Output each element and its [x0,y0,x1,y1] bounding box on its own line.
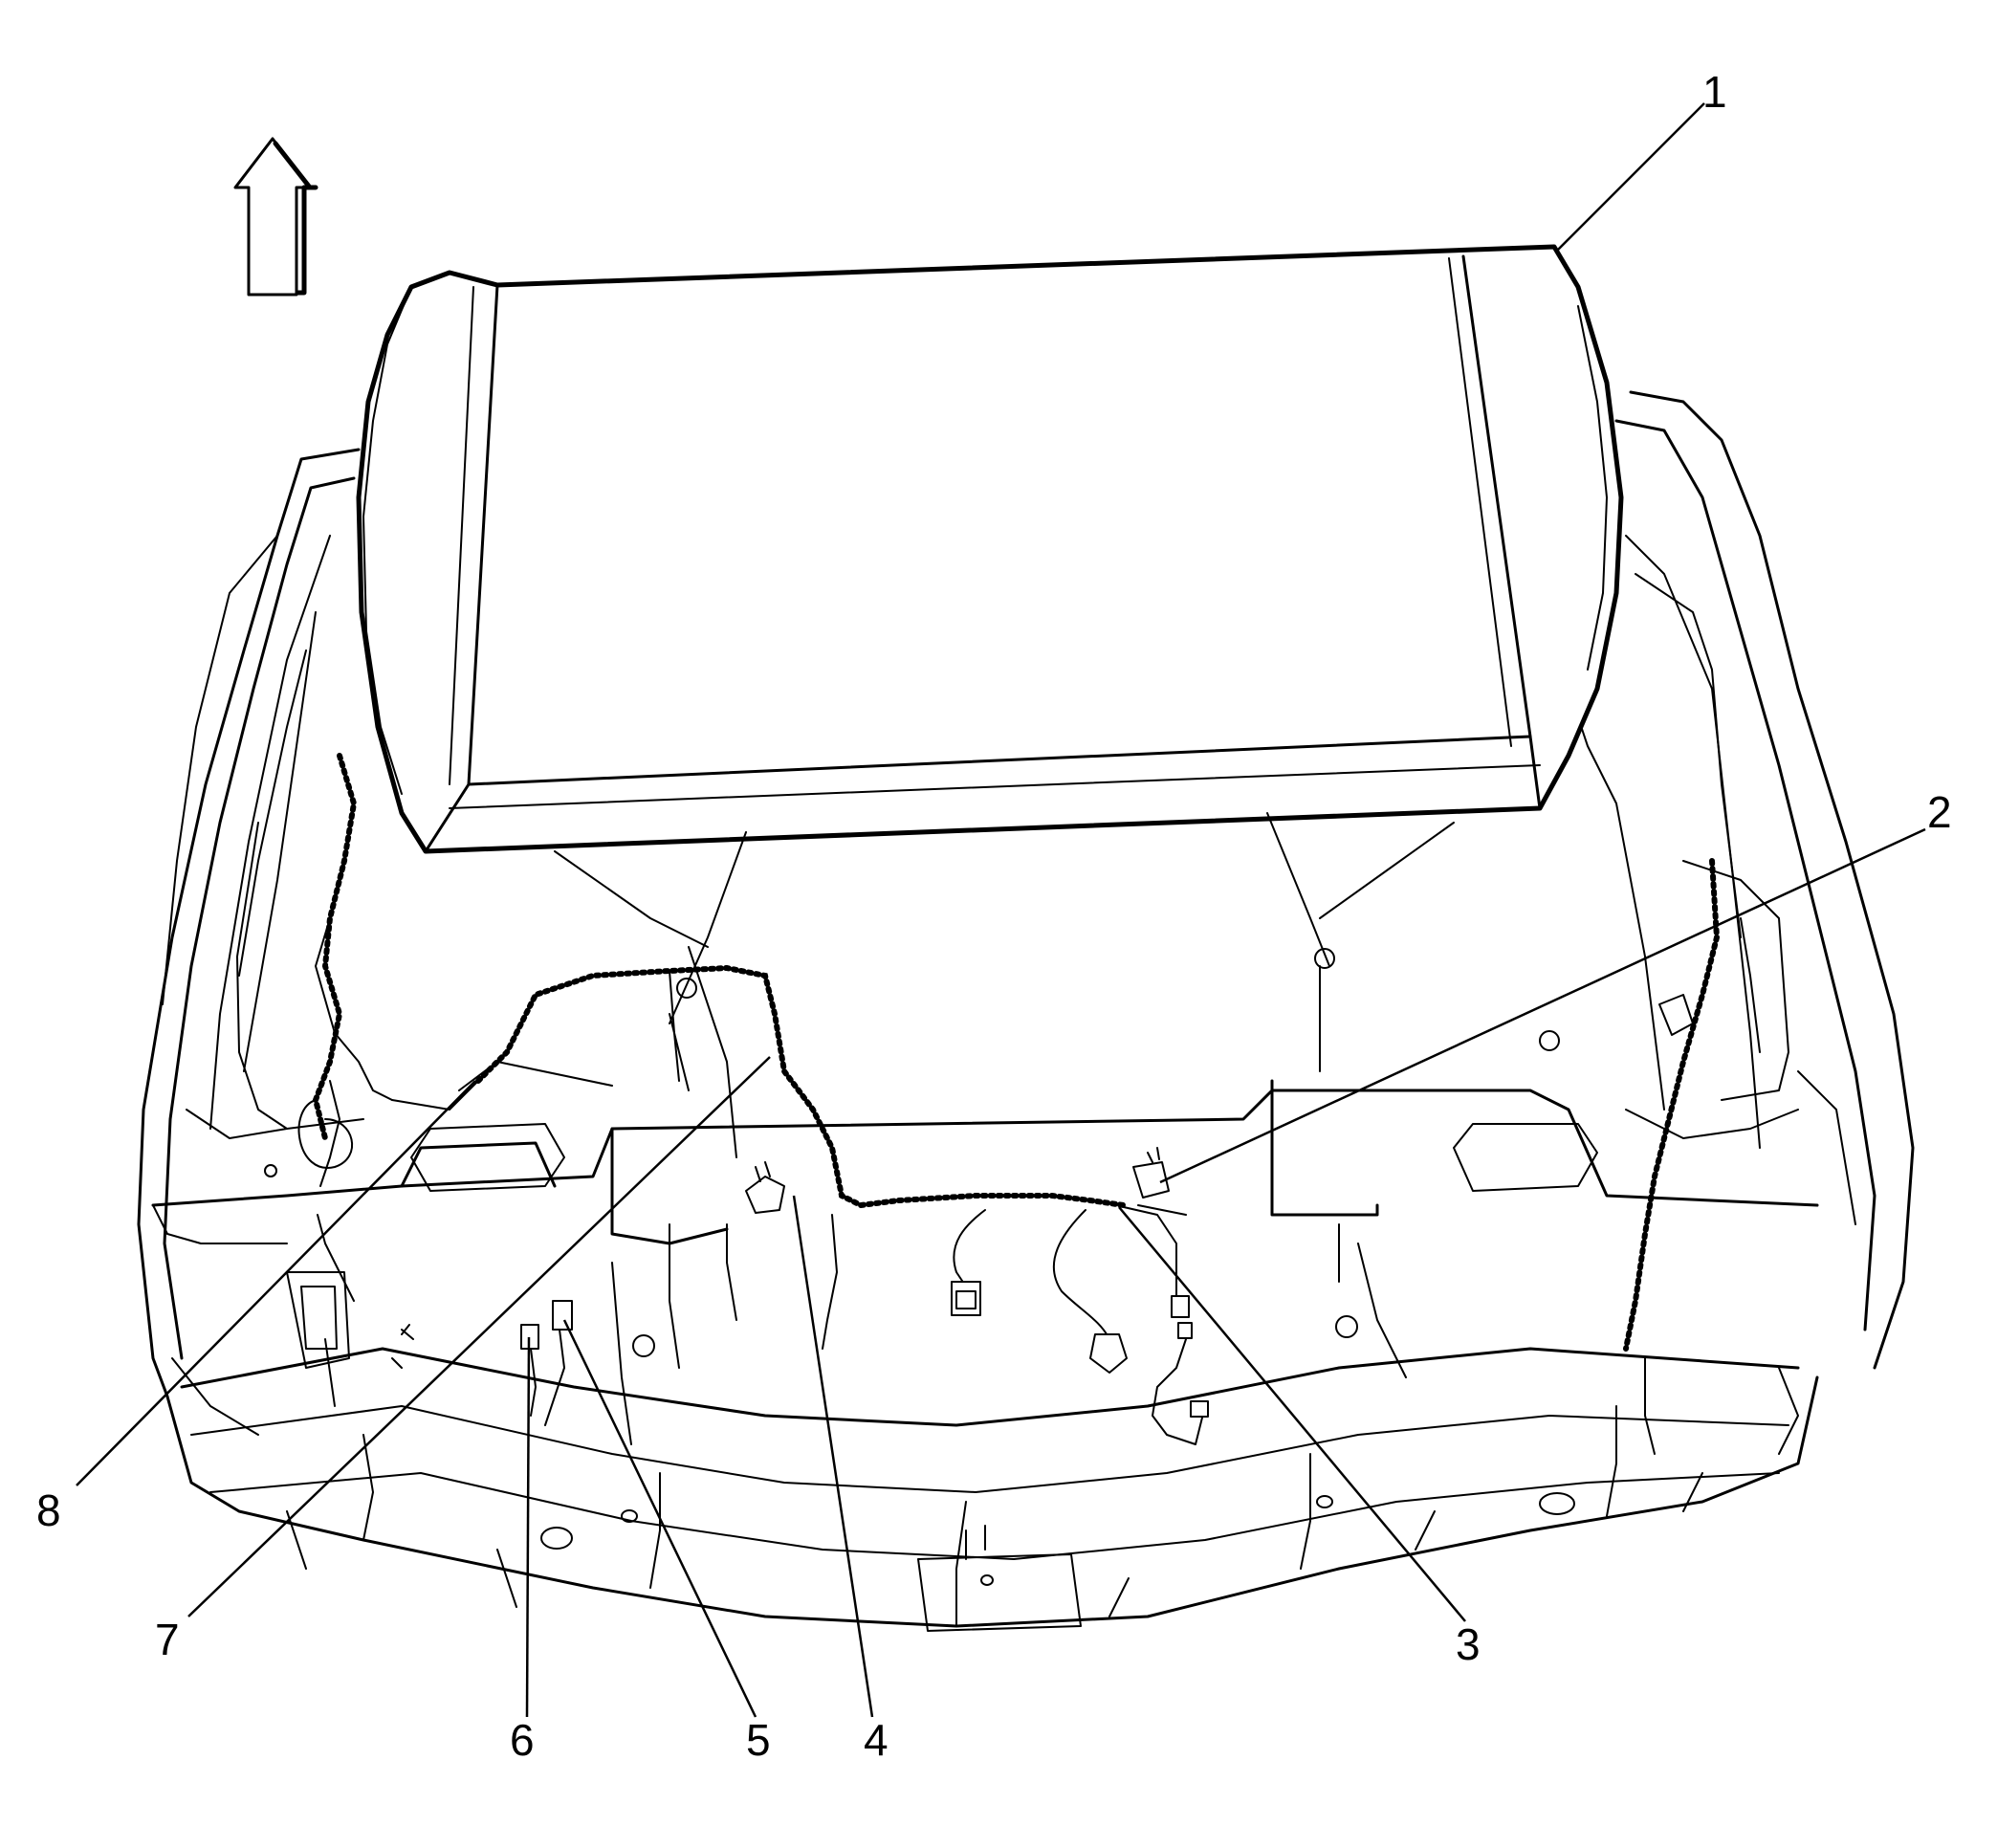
callout-8: 8 [36,1485,61,1535]
callout-5: 5 [746,1715,771,1765]
callout-6: 6 [510,1715,535,1765]
callout-labels: 1 2 3 4 5 6 7 8 [36,67,1952,1765]
left-harness [286,753,479,1407]
callout-3: 3 [1456,1619,1481,1669]
hood [356,244,1624,1024]
callout-4: 4 [864,1715,889,1765]
callout-7: 7 [155,1615,180,1664]
left-fender [137,448,364,1398]
main-harness [458,964,1209,1445]
front-bumper [165,1347,1819,1632]
right-fender [1568,390,1915,1370]
callout-1: 1 [1702,67,1727,117]
callout-leaders [76,102,1926,1718]
right-harness [1623,858,1761,1455]
radiator-support [151,946,1819,1445]
arrow-up-icon [233,137,318,297]
callout-2: 2 [1927,787,1952,837]
